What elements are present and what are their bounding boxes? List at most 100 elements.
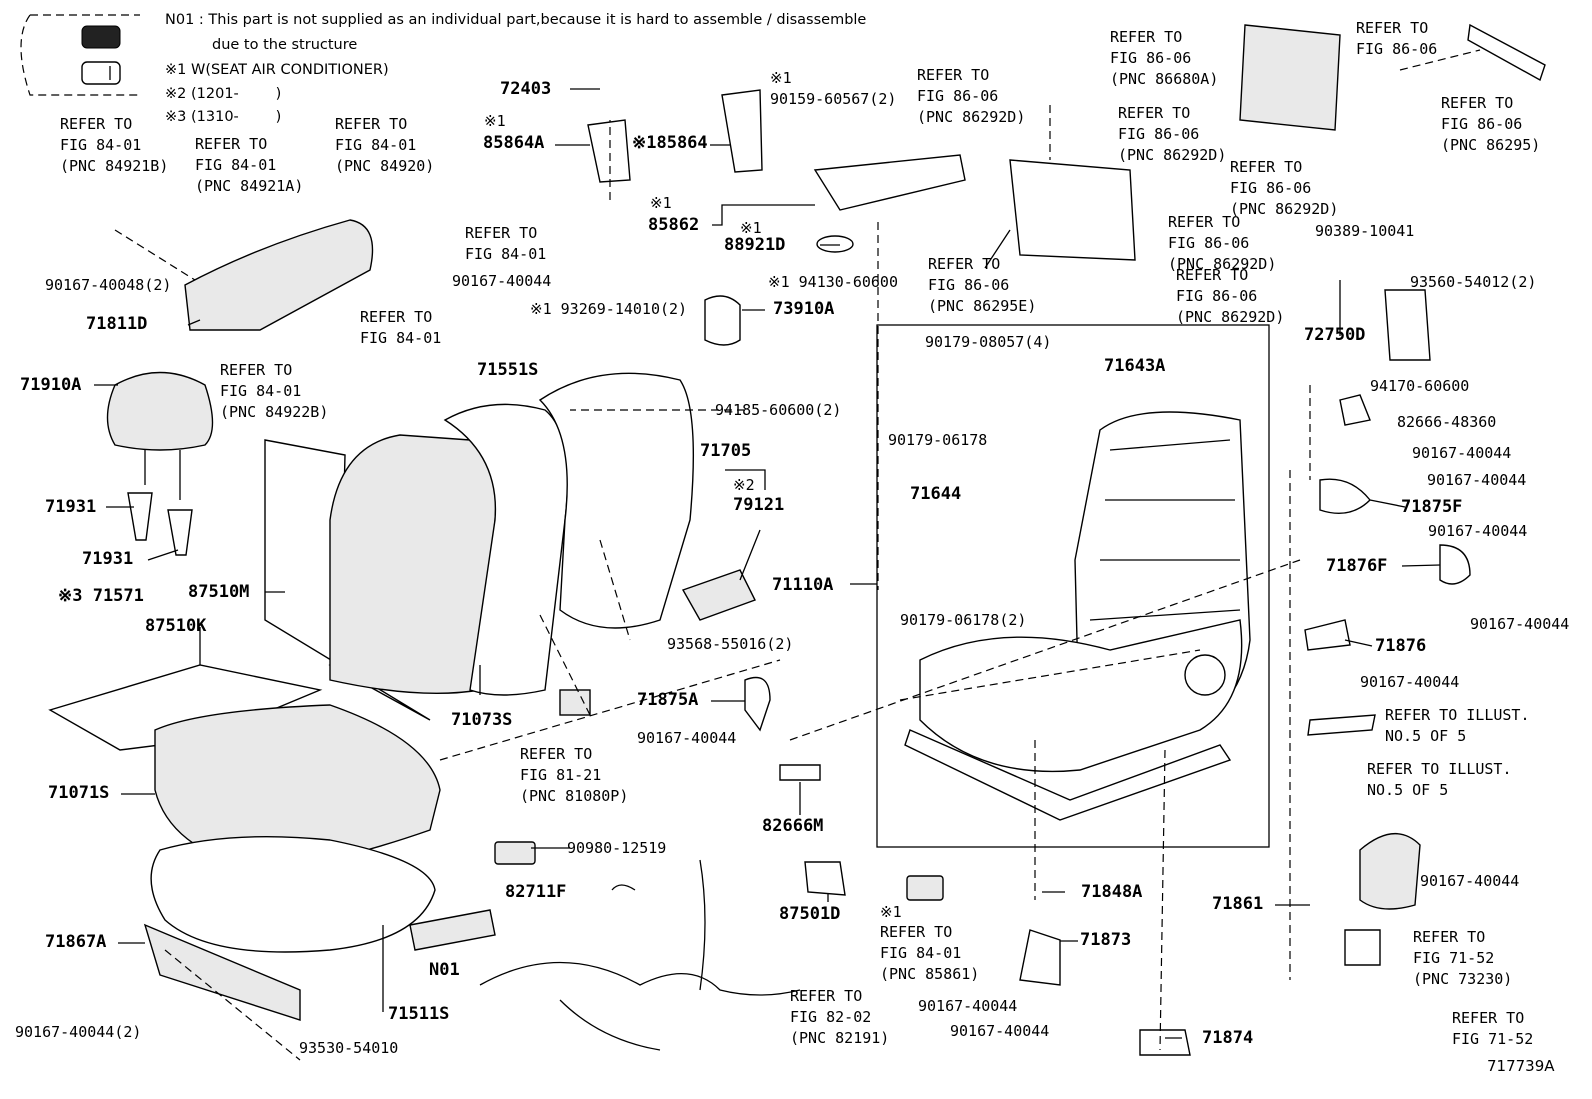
part-label-n01[interactable]: N01 — [429, 960, 460, 980]
part-label-85864[interactable]: ※185864 — [632, 133, 708, 153]
part-label-71511s[interactable]: 71511S — [388, 1004, 450, 1024]
part-label-71071s[interactable]: 71071S — [48, 783, 110, 803]
part-label-90167-40044[interactable]: 90167-40044 — [637, 729, 737, 747]
part-label-71551s[interactable]: 71551S — [477, 360, 539, 380]
part-label-82711f[interactable]: 82711F — [505, 882, 567, 902]
seat-frame-box — [876, 324, 1270, 848]
part-label-93269-14010[interactable]: ※1 93269-14010(2) — [530, 300, 688, 318]
part-label-71873[interactable]: 71873 — [1080, 930, 1132, 950]
illustration-code: 717739A — [1487, 1057, 1555, 1075]
refer-to-86295[interactable]: REFER TO FIG 86-06 (PNC 86295) — [1441, 94, 1541, 154]
part-label-90167-40044[interactable]: 90167-40044 — [1428, 522, 1528, 540]
refer-to-84921b[interactable]: REFER TO FIG 84-01 (PNC 84921B) — [60, 115, 169, 175]
refer-to-fig-71-52[interactable]: REFER TO FIG 71-52 — [1452, 1009, 1534, 1048]
part-label-71643a[interactable]: 71643A — [1104, 356, 1166, 376]
seat-frame-drawing — [904, 411, 1251, 821]
part-label-71705[interactable]: 71705 — [700, 441, 752, 461]
part-label-82666-48360[interactable]: 82666-48360 — [1397, 413, 1497, 431]
part-label-90167-40044[interactable]: 90167-40044 — [1360, 673, 1460, 691]
part-label-72403[interactable]: 72403 — [500, 79, 552, 99]
part-label-90980-12519[interactable]: 90980-12519 — [567, 839, 667, 857]
part-label-90167-40044[interactable]: 90167-40044 — [950, 1022, 1050, 1040]
part-label-71910a[interactable]: 71910A — [20, 375, 82, 395]
part-label-71931[interactable]: 71931 — [82, 549, 134, 569]
refer-to-86295e[interactable]: REFER TO FIG 86-06 (PNC 86295E) — [928, 255, 1037, 315]
part-label-94170-60600[interactable]: 94170-60600 — [1370, 377, 1470, 395]
part-label-71867a[interactable]: 71867A — [45, 932, 107, 952]
part-label-71875a[interactable]: 71875A — [637, 690, 699, 710]
refer-to-84921a[interactable]: REFER TO FIG 84-01 (PNC 84921A) — [195, 135, 304, 195]
part-label-71875f[interactable]: 71875F — [1401, 497, 1463, 517]
part-label-82666m[interactable]: 82666M — [762, 816, 824, 836]
part-label-90167-40044[interactable]: 90167-40044(2) — [15, 1023, 142, 1041]
refer-to-86292d[interactable]: REFER TO FIG 86-06 (PNC 86292D) — [917, 66, 1026, 126]
part-label-94130-60600[interactable]: ※1 94130-60600 — [768, 273, 898, 291]
part-label-90167-40044[interactable]: 90167-40044 — [918, 997, 1018, 1015]
part-label-90167-40044[interactable]: 90167-40044 — [1420, 872, 1520, 890]
part-label-71571[interactable]: ※3 71571 — [58, 586, 144, 606]
seat-cushion-drawing — [48, 664, 496, 1021]
refer-to-85861[interactable]: REFER TO FIG 84-01 (PNC 85861) — [880, 923, 980, 983]
legend-solid-icon — [81, 25, 121, 49]
part-label-90167-40044[interactable]: 90167-40044 — [1427, 471, 1527, 489]
part-label-71110a[interactable]: 71110A — [772, 575, 834, 595]
part-label-71861[interactable]: 71861 — [1212, 894, 1264, 914]
part-label-94185-60600[interactable]: 94185-60600(2) — [715, 401, 842, 419]
refer-to-86292d[interactable]: REFER TO FIG 86-06 (PNC 86292D) — [1230, 158, 1339, 218]
refer-to-86680a[interactable]: REFER TO FIG 86-06 (PNC 86680A) — [1110, 28, 1219, 88]
part-label-71073s[interactable]: 71073S — [451, 710, 513, 730]
refer-to-86292d[interactable]: REFER TO FIG 86-06 (PNC 86292D) — [1118, 104, 1227, 164]
seatback-drawing — [264, 372, 756, 721]
part-label-90167-40044[interactable]: 90167-40044 — [1470, 615, 1570, 633]
part-label-71644[interactable]: 71644 — [910, 484, 962, 504]
part-label-93530-54010[interactable]: 93530-54010 — [299, 1039, 399, 1057]
part-label-71931[interactable]: 71931 — [45, 497, 97, 517]
part-label-73910a[interactable]: 73910A — [773, 299, 835, 319]
part-label-93568-55016[interactable]: 93568-55016(2) — [667, 635, 794, 653]
refer-to-86292d[interactable]: REFER TO FIG 86-06 (PNC 86292D) — [1168, 213, 1277, 273]
part-label-90167-40048[interactable]: 90167-40048(2) — [45, 276, 172, 294]
bottom-parts-drawing — [479, 676, 1191, 1056]
part-label-90179-08057[interactable]: 90179-08057(4) — [925, 333, 1052, 351]
legend-note-x1: ※1 W(SEAT AIR CONDITIONER) — [165, 62, 389, 78]
part-label-72750d[interactable]: 72750D — [1304, 325, 1366, 345]
note-marker: ※1 — [880, 903, 902, 921]
part-label-71874[interactable]: 71874 — [1202, 1028, 1254, 1048]
part-label-88921d[interactable]: 88921D — [724, 235, 786, 255]
part-label-87510k[interactable]: 87510K — [145, 616, 207, 636]
part-label-87501d[interactable]: 87501D — [779, 904, 841, 924]
refer-to-84922b[interactable]: REFER TO FIG 84-01 (PNC 84922B) — [220, 361, 329, 421]
refer-to-82191[interactable]: REFER TO FIG 82-02 (PNC 82191) — [790, 987, 890, 1047]
note-marker: ※1 — [770, 69, 792, 87]
refer-to-illust-no5[interactable]: REFER TO ILLUST. NO.5 OF 5 — [1367, 760, 1512, 799]
refer-to-fig-86-06[interactable]: REFER TO FIG 86-06 — [1356, 19, 1438, 58]
part-label-90167-40044[interactable]: 90167-40044 — [452, 272, 552, 290]
part-label-71848a[interactable]: 71848A — [1081, 882, 1143, 902]
refer-to-illust-no5[interactable]: REFER TO ILLUST. NO.5 OF 5 — [1385, 706, 1530, 745]
refer-to-fig-84-01[interactable]: REFER TO FIG 84-01 — [465, 224, 547, 263]
part-label-71811d[interactable]: 71811D — [86, 314, 148, 334]
legend-note-x3: ※3 (1310- ) — [165, 109, 282, 125]
note-marker: ※1 — [484, 112, 506, 130]
part-label-71876f[interactable]: 71876F — [1326, 556, 1388, 576]
part-label-90179-06178[interactable]: 90179-06178(2) — [900, 611, 1027, 629]
headrest-drawing — [106, 371, 214, 556]
part-label-90167-40044[interactable]: 90167-40044 — [1412, 444, 1512, 462]
part-label-90179-06178[interactable]: 90179-06178 — [888, 431, 988, 449]
part-label-93560-54012[interactable]: 93560-54012(2) — [1410, 273, 1537, 291]
part-label-85862[interactable]: 85862 — [648, 215, 700, 235]
leader-lines — [94, 88, 1441, 1039]
refer-to-81080p[interactable]: REFER TO FIG 81-21 (PNC 81080P) — [520, 745, 629, 805]
part-label-85864a[interactable]: 85864A — [483, 133, 545, 153]
part-label-71876[interactable]: 71876 — [1375, 636, 1427, 656]
refer-to-86292d[interactable]: REFER TO FIG 86-06 (PNC 86292D) — [1176, 266, 1285, 326]
refer-to-84920[interactable]: REFER TO FIG 84-01 (PNC 84920) — [335, 115, 435, 175]
part-label-79121[interactable]: 79121 — [733, 495, 785, 515]
part-label-90389-10041[interactable]: 90389-10041 — [1315, 222, 1415, 240]
part-label-87510m[interactable]: 87510M — [188, 582, 250, 602]
refer-to-fig-84-01[interactable]: REFER TO FIG 84-01 — [360, 308, 442, 347]
part-label-90159-60567[interactable]: 90159-60567(2) — [770, 90, 897, 108]
refer-to-73230[interactable]: REFER TO FIG 71-52 (PNC 73230) — [1413, 928, 1513, 988]
